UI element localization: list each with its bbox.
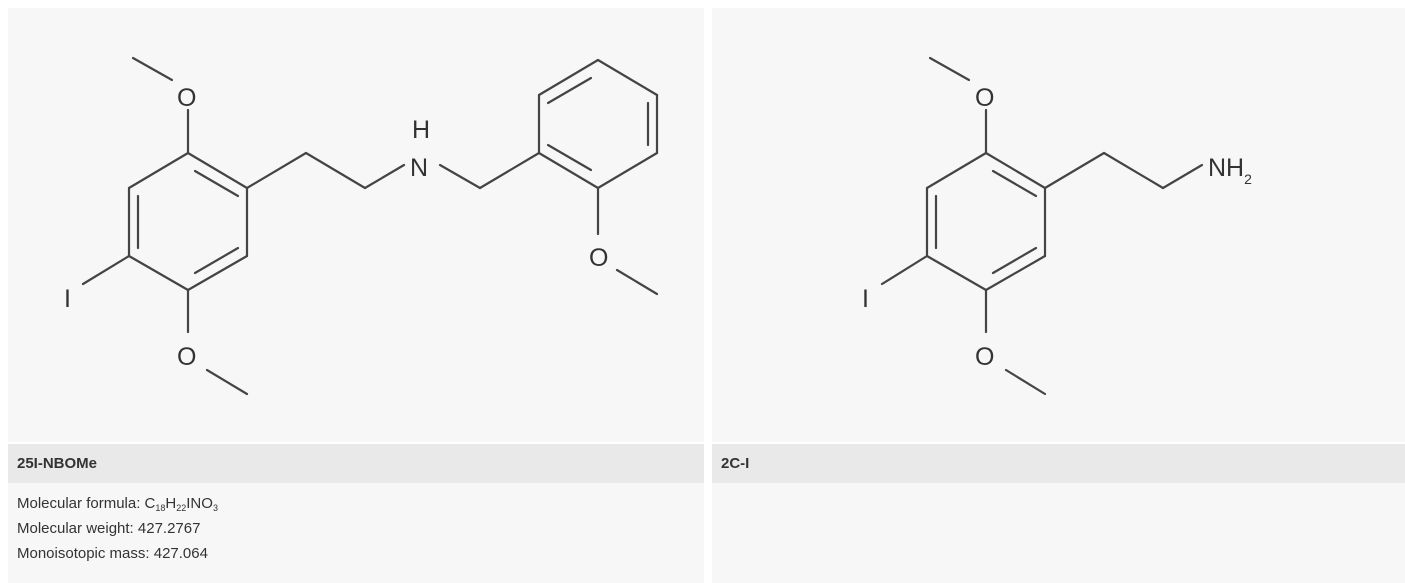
bond <box>186 254 249 292</box>
atom-label-oxygen: O <box>177 343 196 371</box>
bond <box>1004 368 1047 396</box>
bond <box>186 151 249 190</box>
bond <box>1102 151 1165 190</box>
bond <box>127 254 190 292</box>
atom-label-oxygen: O <box>177 84 196 112</box>
atom-label-oxygen: O <box>975 343 994 371</box>
bond <box>131 56 174 82</box>
atom-label-oxygen: O <box>589 244 608 272</box>
amine-label-subscript: 2 <box>1244 171 1252 187</box>
bond <box>984 254 1047 292</box>
bond <box>615 268 659 296</box>
formula-c: C <box>144 495 156 512</box>
bond <box>205 368 249 396</box>
formula-ino: INO <box>186 495 213 512</box>
properties-25i-nbome: Molecular formula: C18H22INO3 Molecular … <box>8 483 704 583</box>
bond <box>193 246 240 275</box>
bond <box>478 151 541 190</box>
formula-label: Molecular formula: <box>17 495 145 512</box>
formula-o-count: 3 <box>212 503 218 513</box>
formula-h: H <box>165 495 177 512</box>
bond <box>596 58 659 97</box>
molecular-formula: Molecular formula: C18H22INO3 <box>17 491 704 516</box>
bond <box>363 163 406 190</box>
atom-label-hydrogen: H <box>412 116 430 144</box>
bond <box>127 151 190 190</box>
atom-label-iodine: I <box>64 285 71 313</box>
atom-label-nitrogen: N <box>410 154 428 182</box>
bond <box>925 151 988 190</box>
properties-2c-i <box>712 483 1405 583</box>
bond <box>81 254 131 286</box>
atom-label-amine: NH2 <box>1208 154 1252 187</box>
bond <box>193 169 240 198</box>
bond <box>546 76 593 105</box>
structure-diagram-2c-i: O NH2 I O <box>862 56 1252 396</box>
bond <box>245 151 308 190</box>
bond <box>880 254 929 286</box>
bond <box>546 143 593 172</box>
atom-label-oxygen: O <box>975 84 994 112</box>
atom-label-iodine: I <box>862 285 869 313</box>
bond <box>438 163 482 190</box>
bond <box>304 151 367 190</box>
bond <box>984 151 1047 190</box>
structure-panel-25i-nbome: O H N O I O <box>8 8 704 442</box>
bond <box>1043 151 1106 190</box>
bond <box>1161 163 1204 190</box>
monoisotopic-mass: Monoisotopic mass: 427.064 <box>17 545 208 562</box>
bond <box>925 254 988 292</box>
compound-name-25i-nbome: 25I-NBOMe <box>8 444 704 483</box>
formula-h-count: 22 <box>176 503 187 513</box>
bond <box>991 246 1038 275</box>
compound-name-2c-i: 2C-I <box>712 444 1405 483</box>
bond <box>928 56 971 82</box>
bond <box>596 151 659 190</box>
bond <box>537 58 600 97</box>
amine-label-main: NH <box>1208 154 1244 182</box>
structure-diagram-25i-nbome: O H N O I O <box>64 56 659 396</box>
bond <box>991 169 1038 198</box>
molecular-weight: Molecular weight: 427.2767 <box>17 520 201 537</box>
structure-panel-2c-i: O NH2 I O <box>712 8 1405 442</box>
bond <box>537 151 600 190</box>
formula-c-count: 18 <box>155 503 166 513</box>
